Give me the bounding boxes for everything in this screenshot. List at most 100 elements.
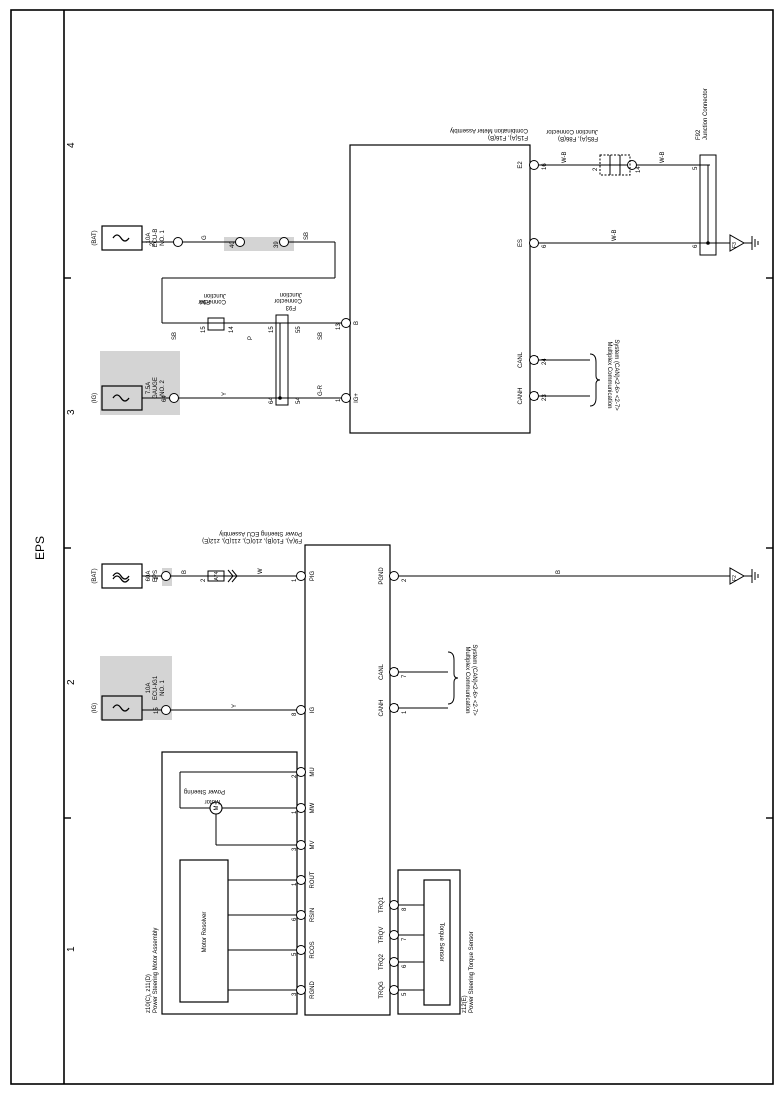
fuse-ecub-rating: 10A [146, 233, 152, 244]
ecu-pinnum-rgnd: 3 [292, 992, 298, 996]
wire-y-1: Y [222, 392, 228, 396]
wire-p: P [248, 336, 254, 340]
ecu-pin-canh: CANH [379, 699, 385, 716]
a74-id: A74 [214, 571, 220, 580]
fuse-ecub: (BAT) 10A ECU-B NO. 1 [92, 225, 166, 251]
can-label-ecu-2: System (CAN)<2-6> <2-7> [471, 644, 477, 716]
ecu-pin-mv: MV [310, 841, 316, 850]
wire-wb-2: W-B [660, 151, 666, 163]
pin-eps-1: 1 [154, 576, 160, 580]
zone-label-2: 2 [66, 679, 77, 685]
ecu-pin-pgnd: PGND [379, 567, 385, 585]
wire-gr: G-R [318, 384, 324, 396]
connector-f94 [207, 317, 225, 331]
wire-sb-1: SB [304, 232, 310, 240]
ecu-pin-mw: MW [310, 802, 316, 813]
meter-pin-ig: IG+ [354, 393, 360, 403]
f92-pin-5: 5 [693, 166, 699, 170]
ecu-name: Power Steering ECU Assembly [219, 530, 302, 536]
fuse-ecub-no: NO. 1 [160, 230, 166, 246]
ecu-pinnum-ig: 8 [292, 712, 298, 716]
f93-pin-64: 64 [269, 397, 275, 404]
wire-sb-3: SB [318, 332, 324, 340]
wire-wb-1: W-B [562, 151, 568, 163]
zone-label-4: 4 [66, 142, 77, 148]
motor-assy-ids: z10(C), z11(D) [146, 974, 152, 1013]
ecu-pin-canl: CANL [379, 663, 385, 680]
fuse-ecuig-source: (IG) [92, 703, 98, 713]
motor-label-1: Power Steering [184, 788, 225, 794]
ecu-pin-rgnd: RGND [310, 981, 316, 999]
wire-y-2: Y [232, 704, 238, 708]
wire-g: G [202, 235, 208, 240]
connector-f85 [599, 154, 631, 176]
f93-pin-15: 15 [269, 326, 275, 333]
ecu-pinnum-rsin: 6 [292, 917, 298, 921]
can-braces [447, 353, 601, 705]
meter-pinnum-ig: 1 [336, 398, 342, 402]
torque-ids: z12(E) [462, 995, 468, 1013]
can-label-ecu-1: Multiplex Communication [464, 646, 470, 713]
meter-pin-canh: CANH [518, 387, 524, 404]
fuse-ecub-source: (BAT) [92, 230, 98, 245]
f85-line1: Junction Connector [546, 128, 598, 134]
ecu-pinnum-trq1: 8 [402, 907, 408, 911]
fuse-eps-source: (BAT) [92, 568, 98, 583]
ecu-pinnum-trqv: 7 [402, 937, 408, 941]
page-frame [10, 9, 774, 1085]
fuse-ecuig-name: ECU-IG1 [153, 675, 159, 700]
fuse-gauge-rating: 7.5A [146, 382, 152, 394]
ecu-pinnum-canh: 1 [402, 710, 408, 714]
can-label-meter-2: System (CAN)<2-6> <2-7> [613, 339, 619, 411]
meter-pin-es: ES [518, 239, 524, 247]
f92-pin-6: 6 [693, 244, 699, 248]
f94-pin-15: 15 [201, 326, 207, 333]
wire-b-2: B [556, 570, 562, 574]
ecu-pinnum-mw: 1 [292, 810, 298, 814]
a74-chevrons [227, 569, 238, 583]
motor-m: M [214, 806, 220, 811]
fuse-ecub-name: ECU-B [153, 229, 159, 248]
fuse-gauge-no: NO. 2 [160, 380, 166, 396]
wiring [142, 164, 730, 991]
torque-sensor: Torque Sensor z12(E) Power Steering Torq… [397, 869, 475, 1015]
motor-resolver-box [179, 859, 229, 1003]
wire-sb-2: SB [172, 332, 178, 340]
meter-ids: F15(A), F16(B) [488, 134, 528, 140]
ecu-pinnum-mv: 3 [292, 847, 298, 851]
ground-f2-label: F2 [732, 575, 738, 581]
fuse-gauge-name: GAUGE [153, 377, 159, 399]
pin-ecuig-15: 15 [154, 707, 160, 714]
ecu-pinnum-mu: 2 [292, 774, 298, 778]
f85-pin-2: 2 [593, 167, 599, 171]
splice-39: 39 [274, 241, 280, 248]
ecu-pin-mu: MU [310, 767, 316, 776]
motor-assembly: Motor Resolver M Power Steering Motor z1… [146, 751, 298, 1015]
meter-pin-b: B [354, 321, 360, 325]
meter-pinnum-canl: 24 [542, 358, 548, 365]
can-label-meter-1: Multiplex Communication [606, 341, 612, 408]
f94-line1: Junction [204, 292, 226, 298]
zone-label-3: 3 [66, 409, 77, 415]
wire-w: W [258, 568, 264, 574]
wire-wb-3: W-B [612, 229, 618, 241]
ecu-pinnum-rcos: 5 [292, 952, 298, 956]
page-title: EPS [33, 536, 47, 560]
torque-inner-label: Torque Sensor [438, 922, 444, 961]
ecu-pin-trq2: TRQ2 [379, 953, 385, 970]
f92-id: F92 [696, 129, 702, 140]
meter-pinnum-b: 13 [336, 323, 342, 330]
meter-pinnum-e2: 16 [542, 163, 548, 170]
f93-line1: Junction [280, 291, 302, 297]
ecu-pin-trqv: TRQV [379, 927, 385, 944]
ecu-pinnum-pig: 1 [292, 578, 298, 582]
wire-b-1: B [182, 570, 188, 574]
ecu-pin-trqg: TRQG [379, 981, 385, 999]
f93-pin-55: 55 [296, 326, 302, 333]
fuse-ecuig-rating: 10A [146, 683, 152, 694]
pin-ecub-2: 2 [150, 242, 156, 246]
can-arrows [390, 356, 538, 712]
motor-label-2: Motor [205, 798, 220, 804]
meter-name: Combination Meter Assembly [450, 127, 528, 133]
